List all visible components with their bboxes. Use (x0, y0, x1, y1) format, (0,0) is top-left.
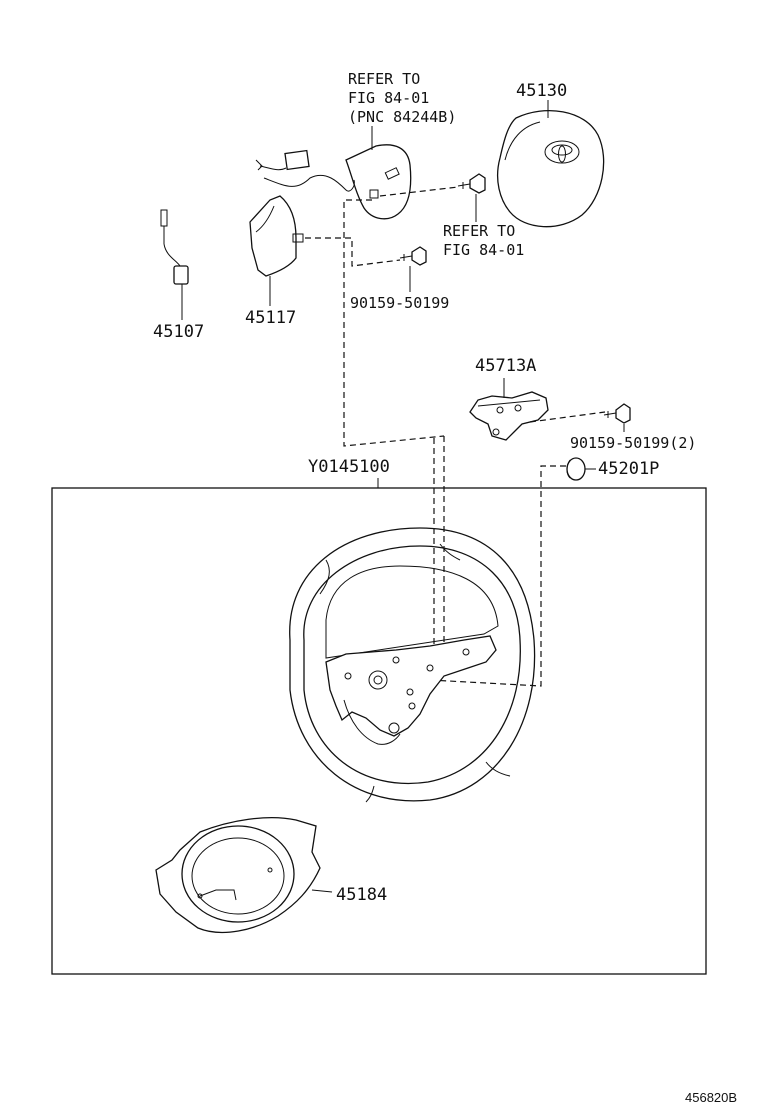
note-switch-line1: REFER TO (348, 70, 420, 88)
screw-upper-center (399, 246, 427, 292)
lower-cover-45117 (249, 195, 304, 306)
steering-switch (345, 126, 412, 220)
wheel-outer-rim (289, 527, 536, 802)
plug-45201p (429, 457, 596, 687)
screw-upper-right (457, 173, 486, 222)
label-45130: 45130 (516, 81, 567, 101)
label-45117: 45117 (245, 308, 296, 328)
spiral-cable-45107 (160, 209, 189, 320)
label-45184: 45184 (336, 885, 387, 905)
horn-pad-45130 (496, 100, 605, 228)
leader-45184 (311, 889, 333, 893)
label-90159-50199-right: 90159-50199(2) (570, 434, 696, 452)
wheel-inner-rim (303, 545, 521, 785)
dashed-connections-top (305, 186, 459, 664)
switch-wire-harness (255, 149, 355, 192)
note-screw-line2: FIG 84-01 (443, 241, 524, 259)
label-45713a: 45713A (475, 356, 536, 376)
screw-right (603, 403, 631, 432)
label-45201p: 45201P (598, 459, 659, 479)
label-45107: 45107 (153, 322, 204, 342)
toyota-emblem-icon (544, 140, 580, 164)
column-cover-45184 (155, 817, 333, 934)
wheel-hub (325, 635, 497, 737)
note-switch-line3: (PNC 84244B) (348, 108, 456, 126)
label-90159-50199-upper: 90159-50199 (350, 294, 449, 312)
figure-id: 456820B (685, 1090, 737, 1105)
steering-wheel (289, 527, 536, 803)
bracket-45713a (469, 378, 606, 441)
note-screw-line1: REFER TO (443, 222, 515, 240)
assembly-box (51, 487, 707, 975)
note-switch-line2: FIG 84-01 (348, 89, 429, 107)
label-y0145100: Y0145100 (308, 457, 390, 477)
